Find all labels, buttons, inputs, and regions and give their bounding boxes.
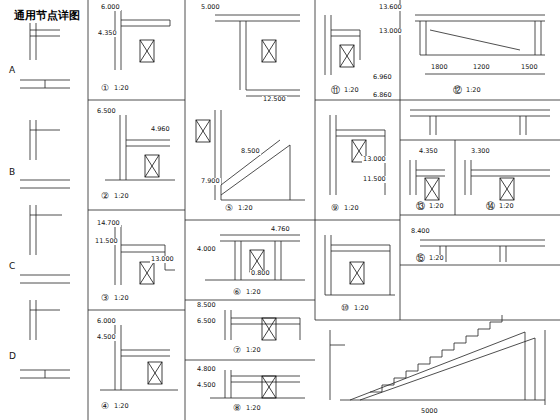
dimension-label: 13.000 (150, 256, 175, 263)
detail-number: ⑫ (452, 86, 463, 95)
detail-number: ⑮ (415, 254, 426, 263)
dimension-label: 1:20 (245, 347, 262, 354)
detail-number: ⑥ (232, 288, 242, 297)
detail-number: ⑤ (224, 204, 234, 213)
detail-number: ⑦ (232, 346, 242, 355)
dimension-label: 4.000 (196, 246, 217, 253)
dimension-label: 13.000 (362, 156, 387, 163)
dimension-label: 1:20 (498, 203, 515, 210)
detail-number: ③ (100, 294, 110, 303)
dimension-label: 1:20 (113, 403, 130, 410)
dimension-label: 6.860 (372, 92, 393, 99)
dimension-label: 1:20 (113, 85, 130, 92)
dimension-label: 6.000 (100, 4, 121, 11)
dimension-label: 7.900 (200, 178, 221, 185)
dimension-label: 8.500 (240, 148, 261, 155)
dimension-label: 13.600 (378, 4, 403, 11)
dimension-label: 8.400 (410, 228, 431, 235)
dimension-label: 6.500 (196, 318, 217, 325)
dimension-label: 1500 (520, 64, 539, 71)
dimension-label: 1200 (472, 64, 491, 71)
dimension-label: 4.500 (96, 334, 117, 341)
dimension-label: 0.800 (250, 270, 271, 277)
dimension-label: 1:20 (113, 193, 130, 200)
dimension-label: 5000 (420, 408, 439, 415)
detail-number: ⑨ (330, 204, 340, 213)
dimension-label: 4.350 (418, 148, 439, 155)
dimension-label: 5.000 (200, 4, 221, 11)
dimension-label: 1:20 (353, 305, 370, 312)
detail-number: ⑭ (485, 202, 496, 211)
dimension-label: 8.500 (196, 302, 217, 309)
dimension-label: 4.960 (150, 126, 171, 133)
dimension-label: 1:20 (113, 295, 130, 302)
dimension-label: 3.300 (470, 148, 491, 155)
dimension-label: 1:20 (245, 405, 262, 412)
dimension-label: 12.500 (262, 96, 287, 103)
dimension-label: 1:20 (343, 87, 360, 94)
dimension-label: 1:20 (428, 203, 445, 210)
dimension-label: 1:20 (343, 205, 360, 212)
sheet-title: 通用节点详图 (14, 8, 80, 23)
detail-number: B (8, 168, 16, 177)
detail-number: ⑪ (330, 86, 341, 95)
dimension-label: 4.760 (270, 226, 291, 233)
dimension-label: 13.000 (378, 28, 403, 35)
dimension-label: 4.500 (196, 382, 217, 389)
dimension-label: 6.500 (96, 108, 117, 115)
detail-number: ⑬ (415, 202, 426, 211)
detail-number: ④ (100, 402, 110, 411)
dimension-label: 1:20 (428, 255, 445, 262)
dimension-label: 1:20 (237, 205, 254, 212)
dimension-label: 6.960 (372, 74, 393, 81)
detail-number: C (8, 262, 16, 271)
detail-number: ② (100, 192, 110, 201)
dimension-label: 1:20 (465, 87, 482, 94)
detail-number: ① (100, 84, 110, 93)
dimension-label: 1:20 (245, 289, 262, 296)
dimension-label: 11.500 (362, 176, 387, 183)
dimension-label: 11.500 (94, 238, 119, 245)
detail-number: ⑩ (340, 304, 350, 313)
dimension-label: 6.000 (96, 318, 117, 325)
detail-number: ⑧ (232, 404, 242, 413)
dimension-label: 14.700 (96, 220, 121, 227)
dimension-label: 1800 (430, 64, 449, 71)
dimension-label: 4.800 (196, 366, 217, 373)
detail-number: D (8, 352, 17, 361)
detail-number: A (8, 66, 16, 75)
dimension-label: 4.350 (97, 30, 118, 37)
